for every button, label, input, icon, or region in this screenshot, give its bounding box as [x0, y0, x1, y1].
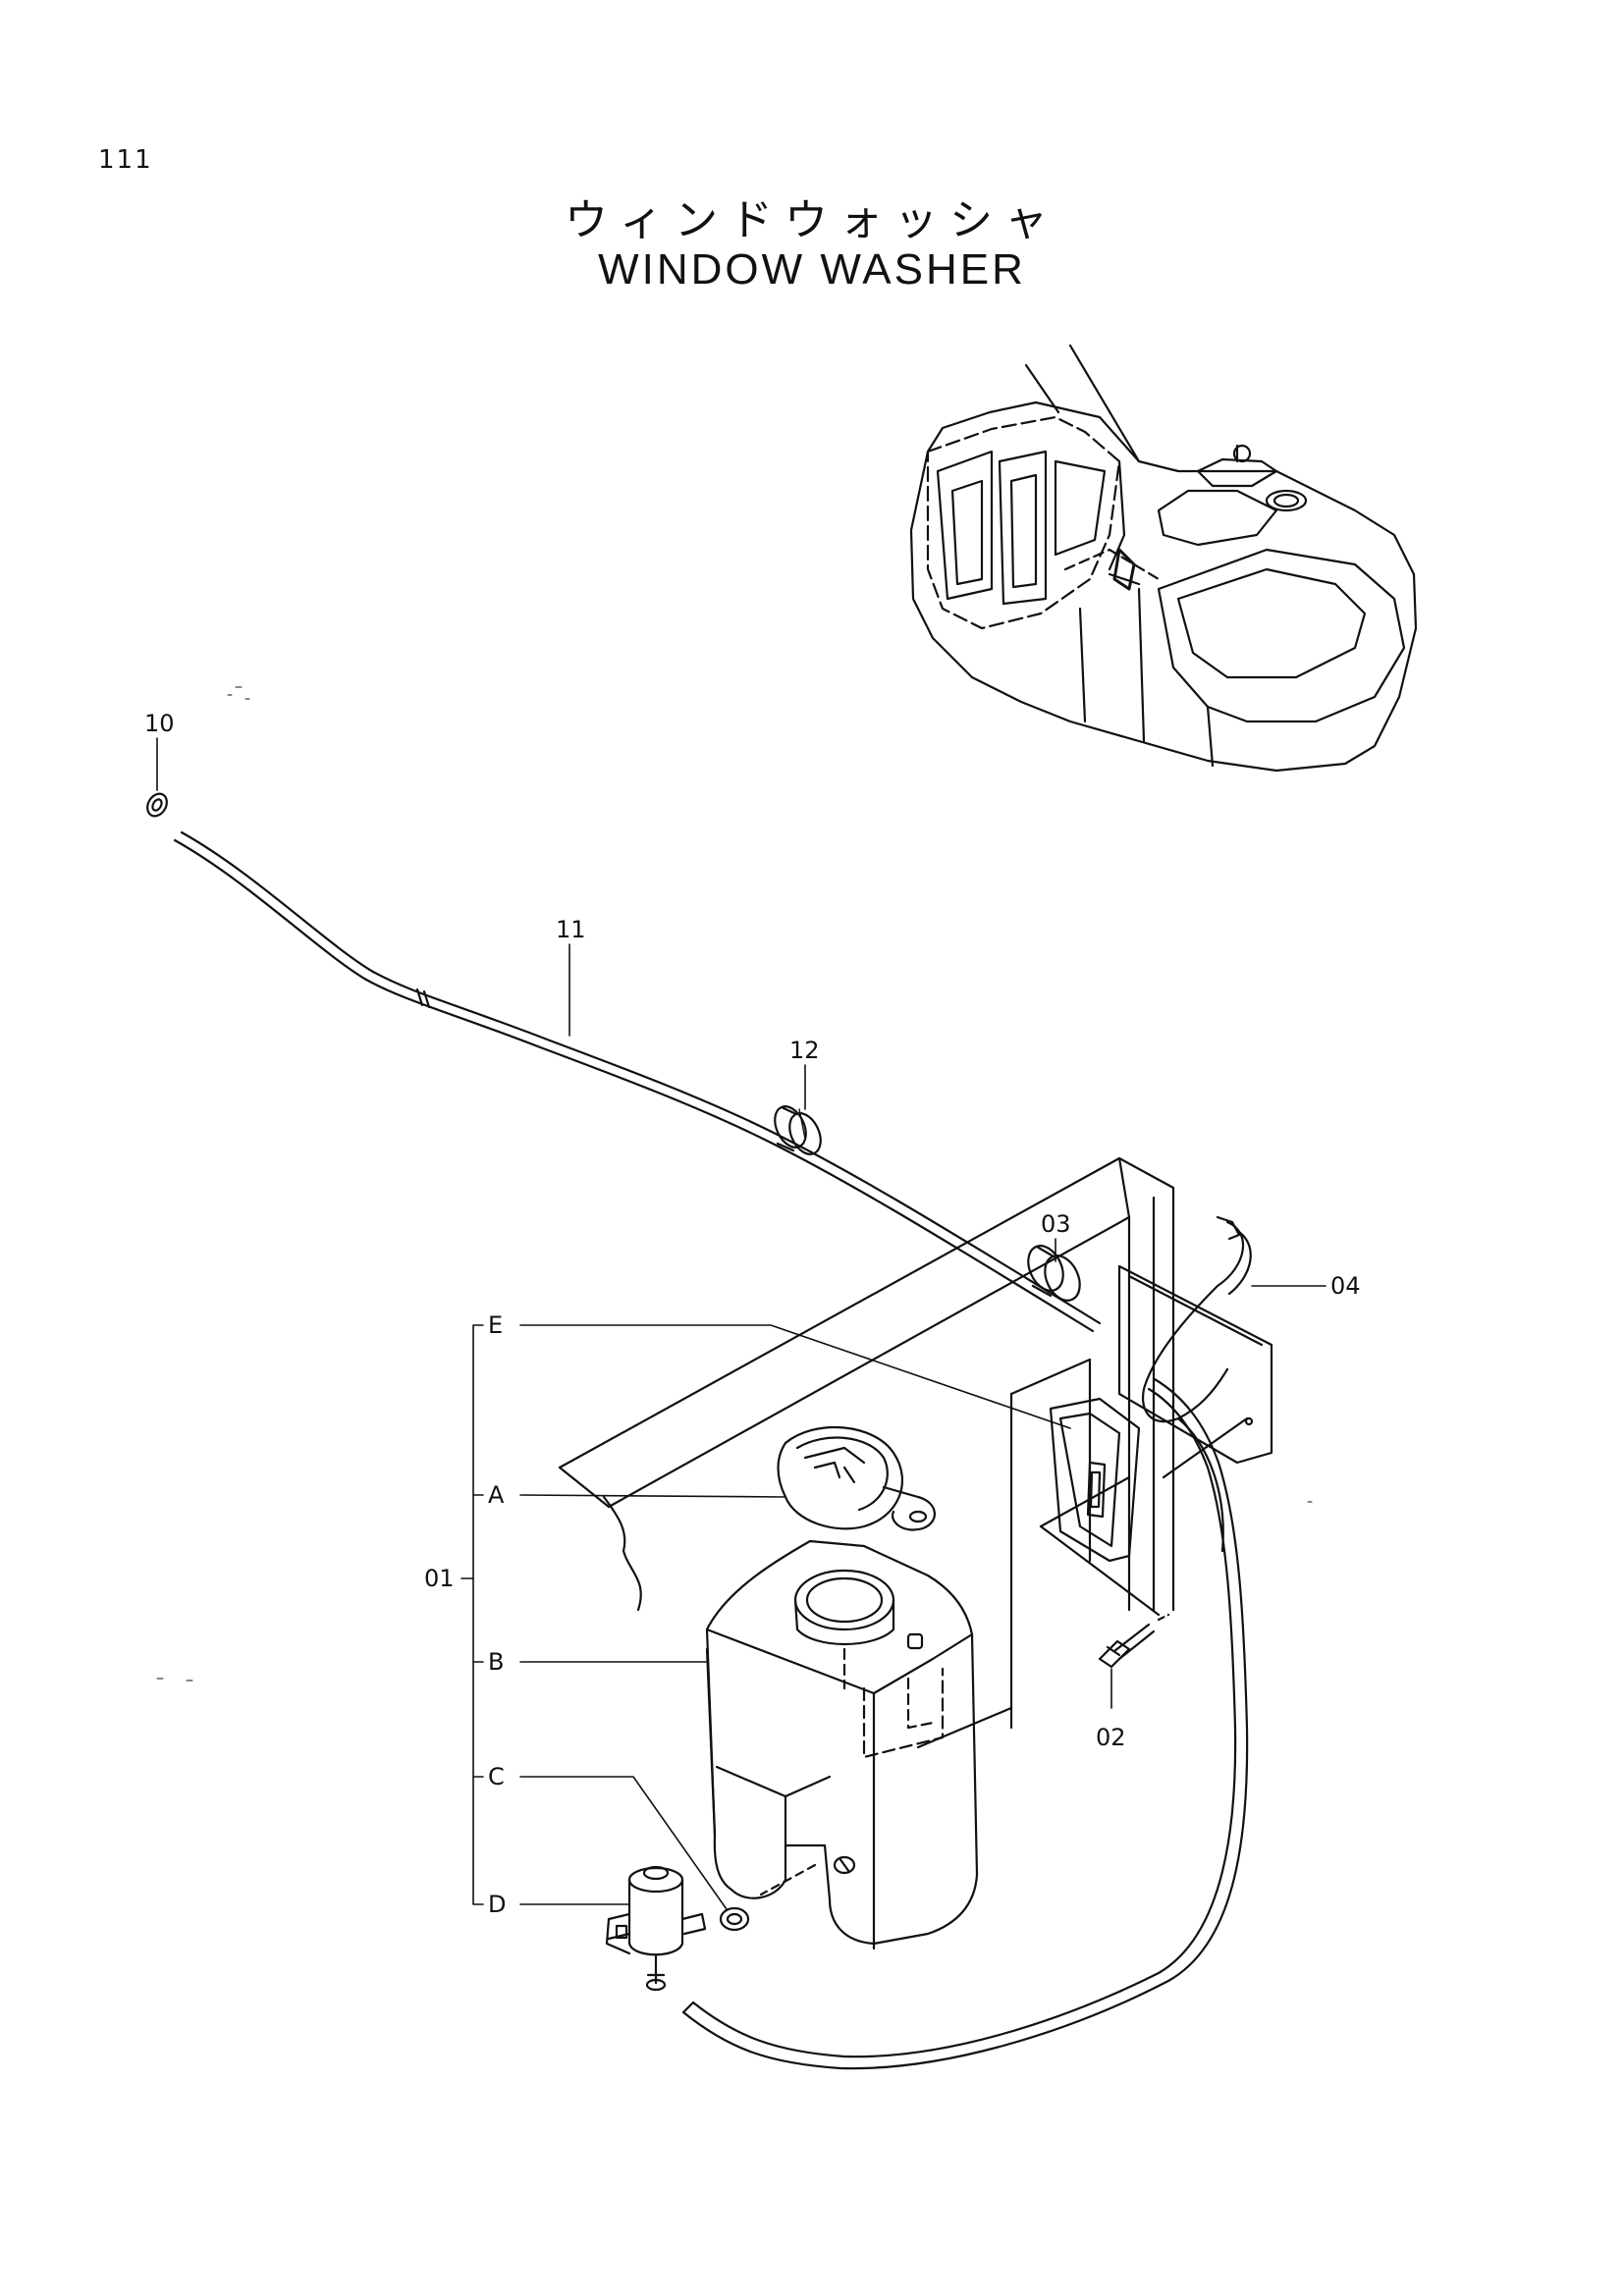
label-03: 03 — [1041, 1210, 1071, 1238]
leader-lines — [156, 737, 1326, 1910]
tank-B — [705, 1539, 979, 1950]
grommet-03 — [1027, 1245, 1081, 1302]
excavator-overview — [909, 344, 1418, 773]
label-E: E — [488, 1311, 503, 1339]
nozzle-10 — [146, 792, 168, 818]
label-01: 01 — [424, 1565, 455, 1592]
label-02: 02 — [1096, 1724, 1126, 1751]
bracket-E — [1039, 1397, 1249, 1617]
cap-A — [777, 1425, 936, 1531]
scan-specks — [156, 686, 1313, 1682]
callout-labels: 10 11 12 03 04 02 01 E A B C D — [144, 710, 1361, 1918]
label-C: C — [488, 1763, 505, 1790]
return-hose — [681, 1377, 1249, 2070]
title-english: WINDOW WASHER — [598, 245, 1026, 294]
page-number: 111 — [98, 145, 153, 175]
label-11: 11 — [556, 916, 586, 943]
clamp-04 — [1141, 1215, 1254, 1553]
washer-hose — [173, 830, 1102, 1333]
label-A: A — [488, 1481, 505, 1509]
washer-C — [719, 1906, 750, 1932]
label-12: 12 — [789, 1037, 820, 1064]
label-10: 10 — [144, 710, 175, 737]
mounting-frame — [558, 1156, 1273, 1749]
pump-D — [605, 1865, 707, 1992]
label-04: 04 — [1330, 1272, 1361, 1300]
bolt-02 — [1098, 1613, 1170, 1669]
label-D: D — [488, 1891, 506, 1918]
grommet-12 — [774, 1105, 822, 1155]
title-japanese: ウィンドウォッシャ — [565, 195, 1059, 245]
label-B: B — [488, 1648, 504, 1676]
